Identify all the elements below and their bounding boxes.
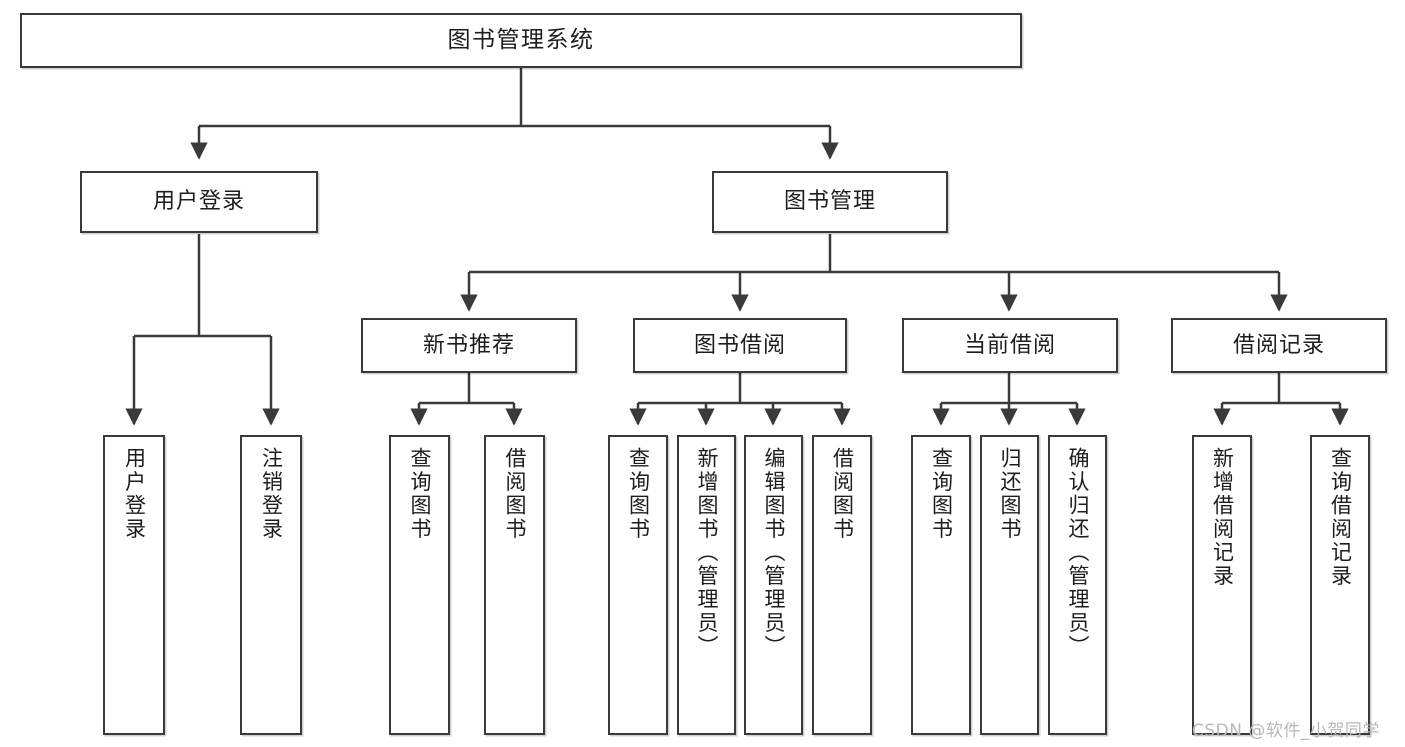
node-leaf-confirm-return-label: 确认归还（管理员） xyxy=(1066,447,1090,659)
node-leaf-confirm-return[interactable]: 确认归还（管理员） xyxy=(1048,435,1107,735)
node-leaf-borrow-book-1-label: 借阅图书 xyxy=(503,447,527,541)
node-new-book-recommend-label: 新书推荐 xyxy=(422,332,515,358)
node-user-login[interactable]: 用户登录 xyxy=(80,171,318,233)
node-leaf-return-book[interactable]: 归还图书 xyxy=(980,435,1039,735)
node-book-borrow-label: 图书借阅 xyxy=(693,332,786,358)
node-leaf-query-book-1-label: 查询图书 xyxy=(408,447,432,541)
node-new-book-recommend[interactable]: 新书推荐 xyxy=(361,318,577,373)
node-leaf-query-book-3-label: 查询图书 xyxy=(929,447,954,541)
node-root[interactable]: 图书管理系统 xyxy=(20,13,1022,68)
node-leaf-edit-book-label: 编辑图书（管理员） xyxy=(762,447,786,659)
node-leaf-add-record[interactable]: 新增借阅记录 xyxy=(1192,435,1252,735)
node-book-management-label: 图书管理 xyxy=(783,189,876,215)
node-leaf-add-book[interactable]: 新增图书（管理员） xyxy=(677,435,736,735)
node-leaf-query-book-2[interactable]: 查询图书 xyxy=(608,435,668,735)
node-borrow-record-label: 借阅记录 xyxy=(1232,332,1325,358)
node-book-management[interactable]: 图书管理 xyxy=(712,171,948,233)
node-leaf-query-book-1[interactable]: 查询图书 xyxy=(389,435,450,735)
node-leaf-add-record-label: 新增借阅记录 xyxy=(1210,447,1235,588)
node-user-login-label: 用户登录 xyxy=(152,189,245,215)
node-leaf-user-login-label: 用户登录 xyxy=(122,447,147,541)
node-borrow-record[interactable]: 借阅记录 xyxy=(1171,318,1387,373)
node-leaf-logout-label: 注销登录 xyxy=(259,447,284,541)
node-leaf-query-book-2-label: 查询图书 xyxy=(626,447,651,541)
node-leaf-edit-book[interactable]: 编辑图书（管理员） xyxy=(744,435,803,735)
node-leaf-borrow-book-2-label: 借阅图书 xyxy=(830,447,855,541)
node-leaf-query-record[interactable]: 查询借阅记录 xyxy=(1310,435,1370,735)
node-leaf-add-book-label: 新增图书（管理员） xyxy=(695,447,719,659)
node-leaf-user-login[interactable]: 用户登录 xyxy=(103,435,165,735)
node-current-borrow-label: 当前借阅 xyxy=(963,332,1056,358)
node-leaf-borrow-book-1[interactable]: 借阅图书 xyxy=(484,435,545,735)
node-leaf-query-record-label: 查询借阅记录 xyxy=(1328,447,1353,588)
node-book-borrow[interactable]: 图书借阅 xyxy=(633,318,847,373)
node-current-borrow[interactable]: 当前借阅 xyxy=(902,318,1118,373)
node-leaf-borrow-book-2[interactable]: 借阅图书 xyxy=(812,435,872,735)
node-leaf-query-book-3[interactable]: 查询图书 xyxy=(911,435,971,735)
node-leaf-logout[interactable]: 注销登录 xyxy=(240,435,302,735)
node-root-label: 图书管理系统 xyxy=(447,27,595,54)
node-leaf-return-book-label: 归还图书 xyxy=(998,447,1022,541)
